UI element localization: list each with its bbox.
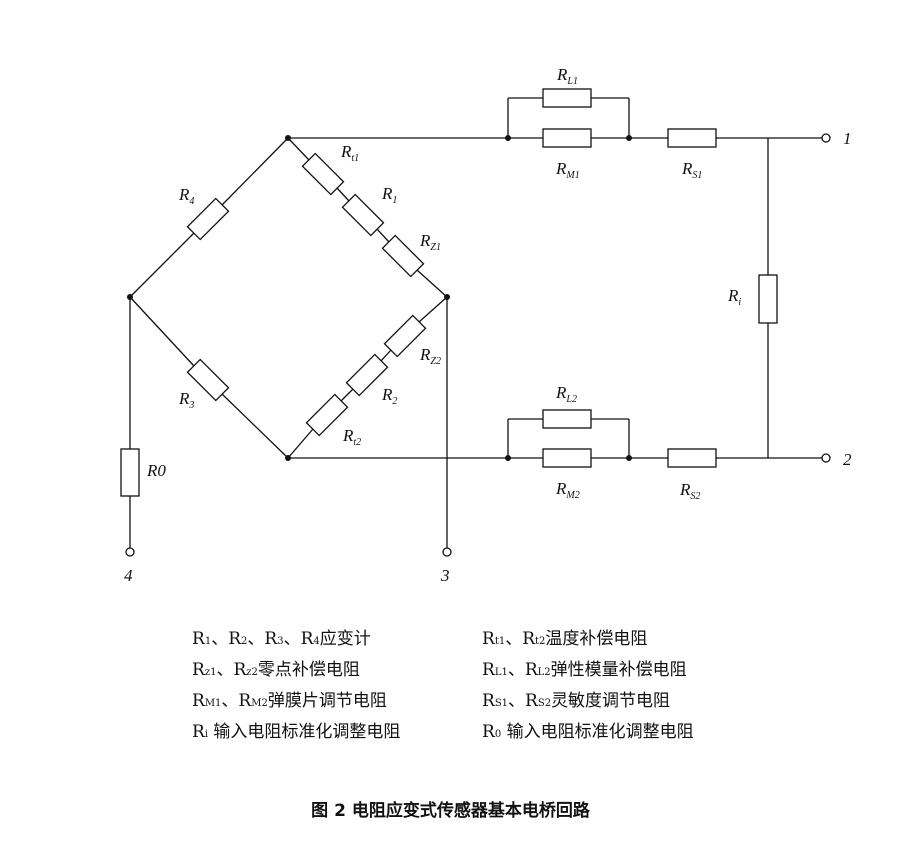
label-RZ1: RZ1 [419,231,441,253]
resistors [120,88,778,497]
label-R0: R0 [146,461,166,480]
label-Rt1: Rt1 [340,142,359,164]
terminal-label-4: 4 [124,566,133,585]
label-RM2: RM2 [555,479,580,501]
resistor-RM2 [542,448,592,468]
junction-dot [127,294,133,300]
resistor-RL1 [542,88,592,108]
resistor-R3 [186,358,230,402]
figure-caption: 图 2 电阻应变式传感器基本电桥回路 [311,801,590,821]
resistor-Ri [758,274,778,324]
label-R3: R3 [178,389,194,411]
terminals: 1 2 3 4 [124,129,852,585]
resistor-RZ2 [383,314,427,358]
junction-dot [505,135,511,141]
label-RZ2: RZ2 [419,345,441,367]
terminal-3 [442,547,452,557]
terminal-label-2: 2 [843,450,852,469]
junction-dot [444,294,450,300]
terminal-1 [821,133,831,143]
label-R2: R2 [381,385,397,407]
resistor-RS1 [667,128,717,148]
resistor-labels: R4 R3 Rt1 R1 RZ1 RZ2 R2 Rt2 R0 RL1 RM1 R… [146,65,741,502]
wires [129,97,822,548]
junction-dot [626,135,632,141]
label-RS1: RS1 [681,159,702,181]
terminal-label-1: 1 [843,129,852,148]
junctions [127,135,632,461]
label-RL2: RL2 [555,383,577,405]
label-Ri: Ri [727,286,741,308]
resistor-R1 [341,193,385,237]
resistor-RL2 [542,409,592,429]
label-Rt2: Rt2 [342,426,361,448]
resistor-Rt2 [305,393,349,437]
resistor-R2 [345,353,389,397]
label-RL1: RL1 [556,65,578,87]
junction-dot [285,455,291,461]
label-R1: R1 [381,184,397,206]
junction-dot [285,135,291,141]
resistor-R4 [186,197,230,241]
terminal-label-3: 3 [440,566,450,585]
resistor-R0 [120,448,140,497]
resistor-RS2 [667,448,717,468]
resistor-Rt1 [301,152,345,196]
resistor-RZ1 [381,234,425,278]
label-R4: R4 [178,185,194,207]
label-RS2: RS2 [679,480,700,502]
label-RM1: RM1 [555,159,580,181]
terminal-2 [821,453,831,463]
resistor-RM1 [542,128,592,148]
junction-dot [505,455,511,461]
terminal-4 [125,547,135,557]
junction-dot [626,455,632,461]
